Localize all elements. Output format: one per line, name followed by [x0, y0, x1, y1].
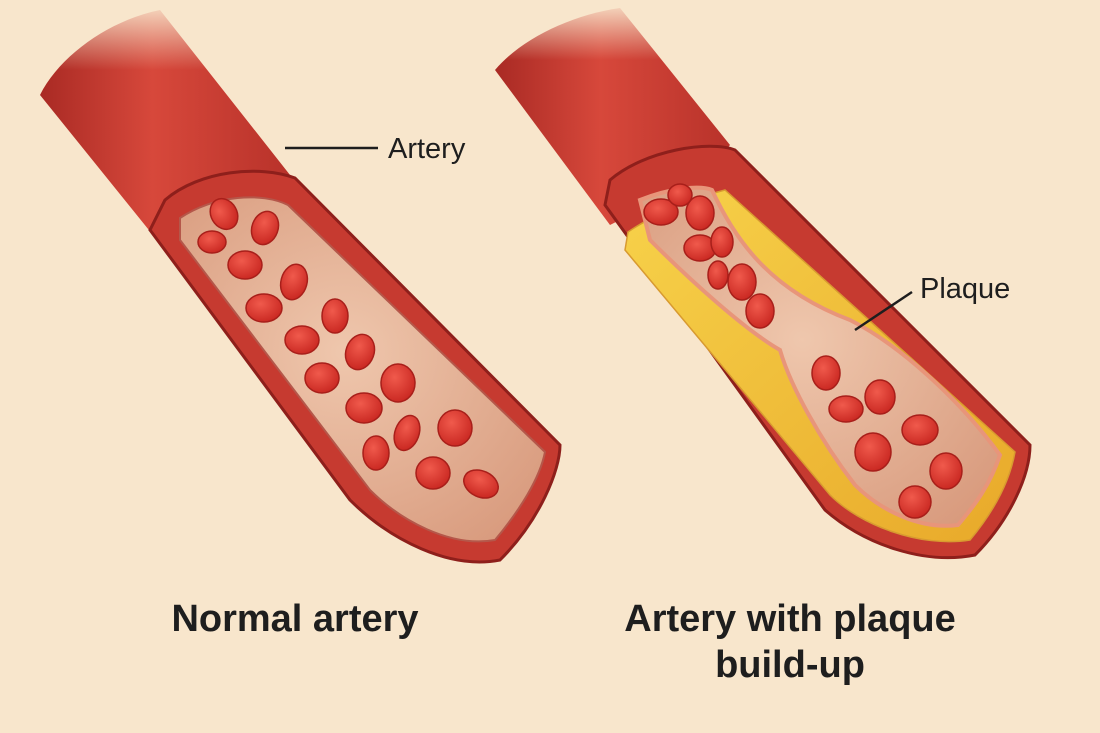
blood-cell: [667, 183, 693, 207]
plaque-artery: Plaque: [480, 0, 1032, 560]
blood-cell: [362, 435, 390, 471]
blood-cell: [279, 263, 309, 301]
blood-cell: [643, 198, 679, 226]
normal-artery-caption-text: Normal artery: [171, 598, 419, 640]
blood-cell: [707, 260, 729, 290]
plaque-label: Plaque: [920, 273, 1010, 305]
blood-cell: [929, 452, 963, 490]
blood-cell: [393, 414, 421, 452]
blood-cell: [463, 469, 499, 499]
blood-cell: [345, 392, 383, 424]
plaque-artery-caption-line1: Artery with plaque: [624, 598, 956, 640]
blood-cell: [745, 293, 775, 329]
normal-artery-blood-cells: [197, 197, 499, 499]
blood-cell: [284, 325, 320, 355]
blood-cell: [901, 414, 939, 446]
plaque-label-line: [854, 290, 913, 332]
blood-cell: [727, 263, 757, 301]
normal-artery-caption: Normal artery: [95, 596, 495, 642]
normal-artery: Artery: [20, 0, 562, 564]
blood-cell: [250, 210, 280, 246]
blood-cell: [854, 432, 892, 472]
artery-label: Artery: [388, 133, 466, 165]
blood-cell: [209, 197, 239, 231]
plaque-artery-caption-line2: build-up: [715, 644, 865, 686]
blood-cell: [437, 409, 473, 447]
plaque-artery-blood-cells: [643, 183, 963, 519]
blood-cell: [304, 362, 340, 394]
blood-cell: [321, 298, 349, 334]
blood-cell: [227, 250, 263, 280]
blood-cell: [864, 379, 896, 415]
plaque-artery-caption: Artery with plaque build-up: [580, 596, 1000, 688]
blood-cell: [415, 456, 451, 490]
blood-cell: [828, 395, 864, 423]
blood-cell: [710, 226, 734, 258]
blood-cell: [245, 293, 283, 323]
blood-cell: [898, 485, 932, 519]
blood-cell: [344, 333, 376, 371]
blood-cell: [811, 355, 841, 391]
blood-cell: [197, 230, 227, 254]
blood-cell: [380, 363, 416, 403]
blood-cell: [685, 195, 715, 231]
